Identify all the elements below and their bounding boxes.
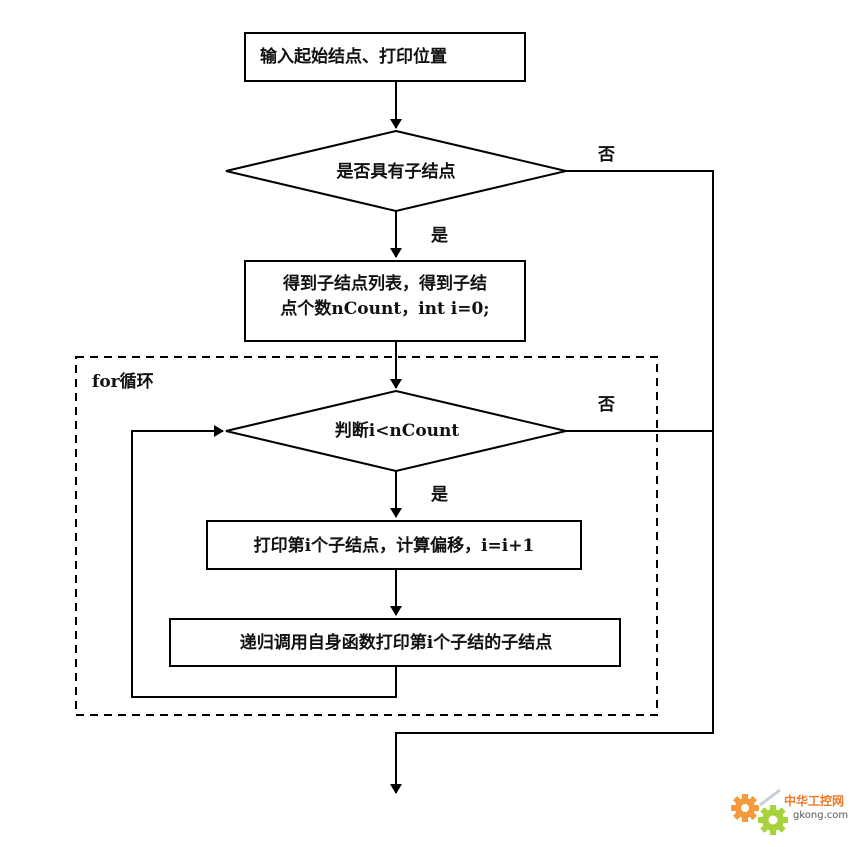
watermark-en: gkong.com	[793, 810, 848, 821]
start-node-text: 输入起始结点、打印位置	[260, 46, 447, 67]
get-children-text-line1: 得到子结点列表，得到子结	[282, 273, 487, 294]
has-children-text: 是否具有子结点	[337, 161, 456, 182]
print-child-node[interactable]	[206, 520, 582, 570]
start-node[interactable]	[244, 32, 526, 82]
for-loop-label: for循环	[92, 371, 154, 392]
get-children-text-line2: 点个数nCount，int i=0;	[280, 298, 489, 319]
orange-gear-icon	[731, 794, 759, 822]
edge-recurse-loop-back	[131, 425, 397, 698]
arrow-icon	[759, 788, 781, 807]
print-child-text: 打印第i个子结点，计算偏移，i=i+1	[254, 535, 535, 556]
loop-no-label: 否	[597, 395, 615, 415]
edge-has-children-no	[390, 170, 714, 794]
loop-check-text: 判断i<nCount	[335, 420, 460, 441]
watermark-cn: 中华工控网	[784, 793, 844, 808]
for-loop-group	[75, 356, 658, 716]
recurse-text: 递归调用自身函数打印第i个子结的子结点	[240, 632, 552, 653]
has-children-yes-label: 是	[431, 226, 448, 246]
get-children-node[interactable]	[244, 260, 526, 342]
green-gear-icon	[758, 805, 788, 835]
loop-yes-label: 是	[431, 485, 448, 505]
watermark-logo: 中华工控网 gkong.com	[731, 788, 848, 835]
has-children-no-label: 否	[597, 145, 615, 165]
